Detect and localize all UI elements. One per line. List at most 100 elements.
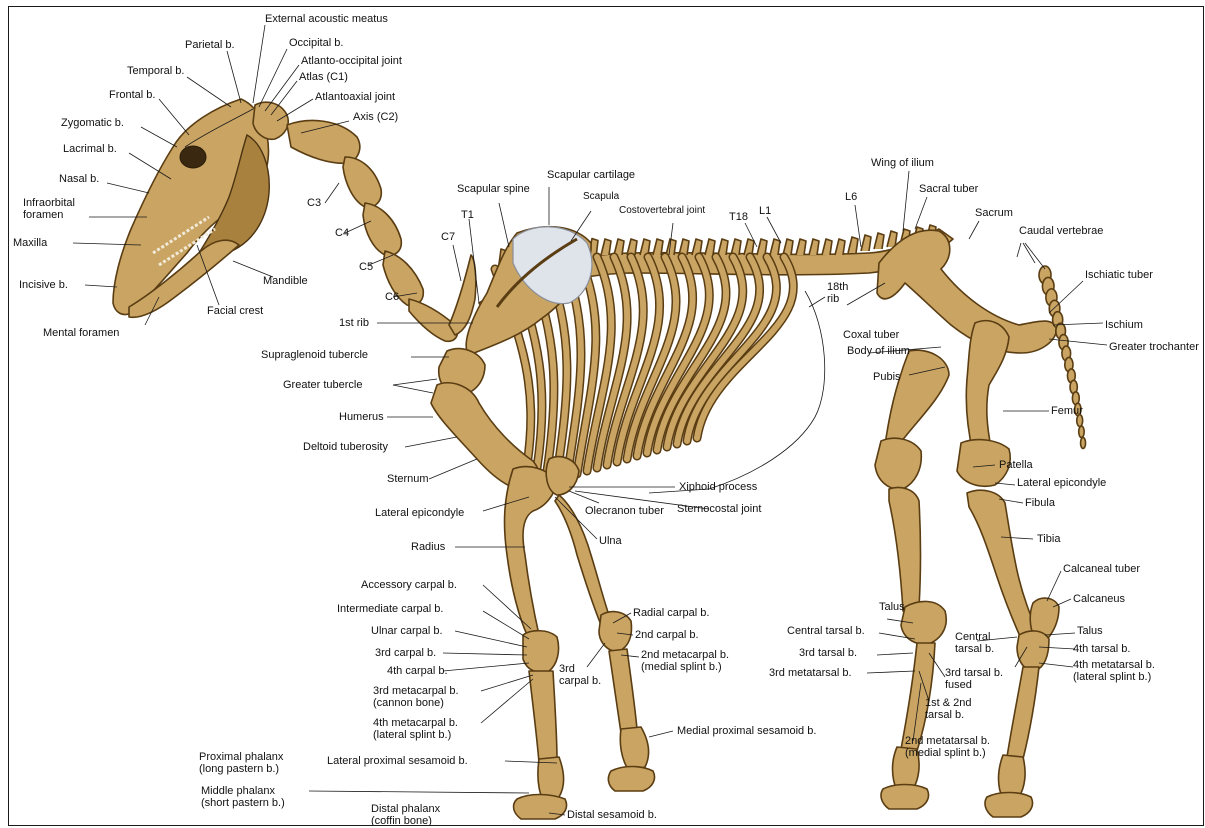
label-ulnar-carpal-b: Ulnar carpal b. [371, 625, 443, 637]
label-2nd-carpal-b: 2nd carpal b. [635, 629, 699, 641]
label-4th-carpal-b: 4th carpal b. [387, 665, 448, 677]
label-wing-of-ilium: Wing of ilium [871, 157, 934, 169]
diagram-frame: External acoustic meatus Parietal b. Occ… [8, 6, 1204, 826]
skull [113, 99, 269, 317]
label-proximal-phalanx: Proximal phalanx (long pastern b.) [199, 751, 283, 775]
spinous-process [679, 239, 689, 255]
label-xiphoid-process: Xiphoid process [679, 481, 757, 493]
spinous-process [692, 239, 702, 255]
spinous-process [874, 233, 884, 249]
spinous-process [770, 239, 780, 255]
label-nasal-b: Nasal b. [59, 173, 99, 185]
label-ischium: Ischium [1105, 319, 1143, 331]
spinous-process [744, 239, 754, 255]
label-intermediate-carpal-b: Intermediate carpal b. [337, 603, 443, 615]
label-sacrum: Sacrum [975, 207, 1013, 219]
label-t18: T18 [729, 211, 748, 223]
label-frontal-b: Frontal b. [109, 89, 155, 101]
caudal-vertebra [1079, 426, 1084, 437]
label-lacrimal-b: Lacrimal b. [63, 143, 117, 155]
label-radius: Radius [411, 541, 445, 553]
label-3rd-carpal-b-alt: 3rd carpal b. [559, 663, 601, 687]
label-tibia: Tibia [1037, 533, 1060, 545]
label-sacral-tuber: Sacral tuber [919, 183, 978, 195]
label-atlas-c1: Atlas (C1) [299, 71, 348, 83]
horse-skeleton-illustration [9, 7, 1204, 826]
label-ischiatic-tuber: Ischiatic tuber [1085, 269, 1153, 281]
label-lateral-epicondyle-fore: Lateral epicondyle [375, 507, 464, 519]
label-patella: Patella [999, 459, 1033, 471]
label-18th-rib: 18th rib [827, 281, 848, 305]
label-temporal-b: Temporal b. [127, 65, 184, 77]
spinous-process [705, 239, 715, 255]
label-l1: L1 [759, 205, 771, 217]
label-mental-foramen: Mental foramen [43, 327, 119, 339]
label-sternum: Sternum [387, 473, 429, 485]
label-infraorbital-foramen: Infraorbital foramen [23, 197, 75, 221]
label-femur: Femur [1051, 405, 1083, 417]
spinous-process [835, 239, 845, 255]
label-greater-trochanter: Greater trochanter [1109, 341, 1199, 353]
label-3rd-metacarpal-b: 3rd metacarpal b. (cannon bone) [373, 685, 459, 709]
label-pubis: Pubis [873, 371, 901, 383]
spinous-process [627, 239, 637, 255]
label-calcaneus: Calcaneus [1073, 593, 1125, 605]
label-3rd-metatarsal-b: 3rd metatarsal b. [769, 667, 852, 679]
label-caudal-vertebrae: Caudal vertebrae [1019, 225, 1103, 237]
spinous-process [861, 235, 871, 251]
label-zygomatic-b: Zygomatic b. [61, 117, 124, 129]
label-middle-phalanx: Middle phalanx (short pastern b.) [201, 785, 285, 809]
label-talus-left: Talus [879, 601, 905, 613]
label-talus-right: Talus [1077, 625, 1103, 637]
label-scapula: Scapula [583, 191, 619, 203]
label-sternocostal-joint: Sternocostal joint [677, 503, 761, 515]
label-t1: T1 [461, 209, 474, 221]
label-4th-metacarpal-b: 4th metacarpal b. (lateral splint b.) [373, 717, 458, 741]
tail-vertebrae [1039, 266, 1086, 449]
caudal-vertebra [1081, 438, 1086, 449]
label-ulna: Ulna [599, 535, 622, 547]
label-medial-proximal-sesamoid-b: Medial proximal sesamoid b. [677, 725, 816, 737]
label-fibula: Fibula [1025, 497, 1055, 509]
label-occipital-b: Occipital b. [289, 37, 343, 49]
label-axis-c2: Axis (C2) [353, 111, 398, 123]
label-1st-2nd-tarsal-b: 1st & 2nd tarsal b. [925, 697, 971, 721]
label-3rd-tarsal-b: 3rd tarsal b. [799, 647, 857, 659]
spinous-process [796, 239, 806, 255]
spinous-process [601, 239, 611, 255]
label-l6: L6 [845, 191, 857, 203]
label-lateral-proximal-sesamoid-b: Lateral proximal sesamoid b. [327, 755, 468, 767]
label-c3: C3 [307, 197, 321, 209]
label-lateral-epicondyle-hind: Lateral epicondyle [1017, 477, 1106, 489]
cervical-vertebrae [253, 102, 476, 341]
label-3rd-tarsal-b-fused: 3rd tarsal b. fused [945, 667, 1003, 691]
label-2nd-metatarsal-b: 2nd metatarsal b. (medial splint b.) [905, 735, 990, 759]
label-c6: C6 [385, 291, 399, 303]
label-parietal-b: Parietal b. [185, 39, 235, 51]
label-c4: C4 [335, 227, 349, 239]
label-scapular-spine: Scapular spine [457, 183, 530, 195]
label-mandible: Mandible [263, 275, 308, 287]
spinous-process [718, 239, 728, 255]
label-supraglenoid-tubercle: Supraglenoid tubercle [261, 349, 368, 361]
label-4th-metatarsal-b: 4th metatarsal b. (lateral splint b.) [1073, 659, 1155, 683]
label-atlantoaxial-joint: Atlantoaxial joint [315, 91, 395, 103]
label-olecranon-tuber: Olecranon tuber [585, 505, 664, 517]
label-1st-rib: 1st rib [339, 317, 369, 329]
label-deltoid-tuberosity: Deltoid tuberosity [303, 441, 388, 453]
label-radial-carpal-b: Radial carpal b. [633, 607, 709, 619]
label-atlanto-occipital-joint: Atlanto-occipital joint [301, 55, 402, 67]
label-maxilla: Maxilla [13, 237, 47, 249]
spinous-process [848, 237, 858, 253]
label-c7: C7 [441, 231, 455, 243]
label-distal-sesamoid-b: Distal sesamoid b. [567, 809, 657, 821]
label-greater-tubercle: Greater tubercle [283, 379, 362, 391]
spinous-process [822, 239, 832, 255]
spinous-process [614, 239, 624, 255]
label-3rd-carpal-b: 3rd carpal b. [375, 647, 436, 659]
label-incisive-b: Incisive b. [19, 279, 68, 291]
label-scapular-cartilage: Scapular cartilage [547, 169, 635, 181]
label-costovertebral-joint: Costovertebral joint [619, 205, 705, 217]
label-2nd-metacarpal-b: 2nd metacarpal b. (medial splint b.) [641, 649, 729, 673]
spinous-process [809, 239, 819, 255]
